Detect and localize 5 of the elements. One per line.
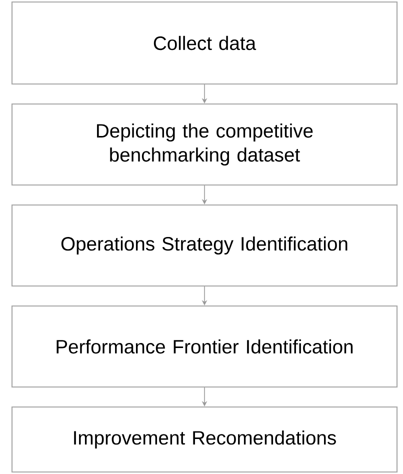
process-box: Depicting the competitive benchmarking dataset [11,103,398,186]
process-box: Collect data [11,1,398,85]
process-box: Improvement Recomendations [11,406,398,473]
process-box: Performance Frontier Identification [11,305,398,388]
process-box: Operations Strategy Identification [11,204,398,287]
